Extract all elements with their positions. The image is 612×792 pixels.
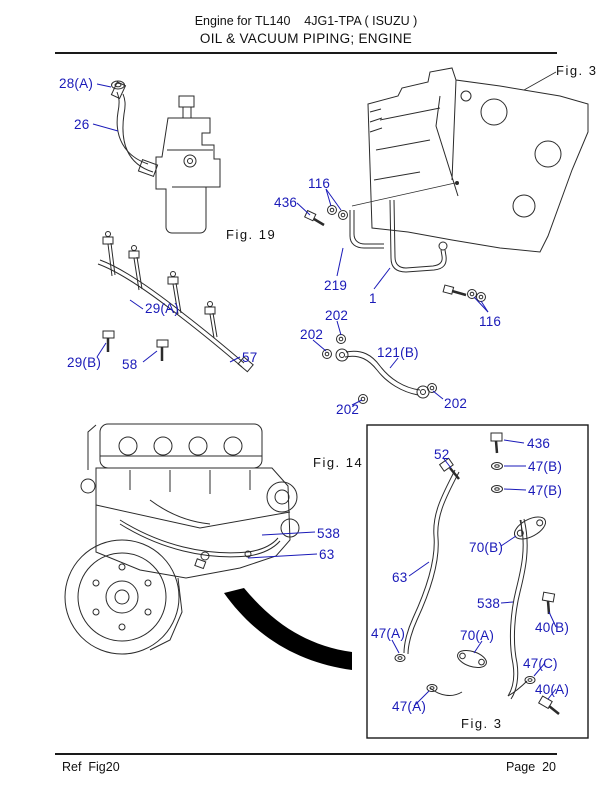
zoom-swoosh [224,588,352,670]
part-callout-47c: 47(C) [523,656,558,671]
page-header: Engine for TL140 4JG1-TPA ( ISUZU ) OIL … [0,14,612,46]
part-callout-538: 538 [477,596,501,611]
part-callout-58: 58 [122,357,138,372]
part-callout-40a: 40(A) [535,682,570,697]
part-callout-202: 202 [325,308,349,323]
part-callout-202: 202 [444,396,468,411]
part-callout-538: 538 [317,526,341,541]
oil-rail-57-art [97,231,254,373]
figure-label-fig3: Fig. 3 [461,716,503,731]
figure-label-fig19: Fig. 19 [226,227,277,242]
page-title: OIL & VACUUM PIPING; ENGINE [199,31,413,46]
header-rule [55,52,557,54]
part-callout-57: 57 [242,350,258,365]
part-callout-40b: 40(B) [535,620,570,635]
part-callout-47a: 47(A) [392,699,427,714]
part-callout-47b: 47(B) [528,483,563,498]
part-callout-116: 116 [308,176,331,191]
part-callout-436: 436 [527,436,551,451]
fig19-assembly-art [110,80,221,234]
part-callout-219: 219 [324,278,348,293]
header-engine-model: Engine for TL140 4JG1-TPA ( ISUZU ) [194,14,418,28]
part-callout-116: 116 [479,314,502,329]
fig14-engine-art [64,423,300,655]
part-callout-121b: 121(B) [377,345,419,360]
part-callout-1: 1 [369,291,377,306]
part-callout-202: 202 [336,402,360,417]
footer-rule [55,753,557,755]
part-callout-70a: 70(A) [460,628,495,643]
inset-fig3-art [366,424,589,739]
part-callout-26: 26 [74,117,90,132]
part-callout-29a: 29(A) [145,301,180,316]
part-callout-47b: 47(B) [528,459,563,474]
pipe-121b-art [322,334,437,404]
figure-label-fig14: Fig. 14 [313,455,364,470]
figure-label-fig3: Fig. 3 [556,63,598,78]
part-callout-202: 202 [300,327,324,342]
callout-leader-lines [92,83,557,707]
part-callout-47a: 47(A) [371,626,406,641]
part-callout-70b: 70(B) [469,540,504,555]
footer-page-number: Page 20 [505,760,556,774]
footer-ref: Ref Fig20 [62,760,120,774]
part-callout-63: 63 [392,570,408,585]
part-callout-52: 52 [434,447,450,462]
part-callout-436: 436 [274,195,298,210]
part-callout-28a: 28(A) [59,76,94,91]
part-callout-29b: 29(B) [67,355,102,370]
fig3-top-block-art [304,67,589,302]
part-callout-63: 63 [319,547,335,562]
